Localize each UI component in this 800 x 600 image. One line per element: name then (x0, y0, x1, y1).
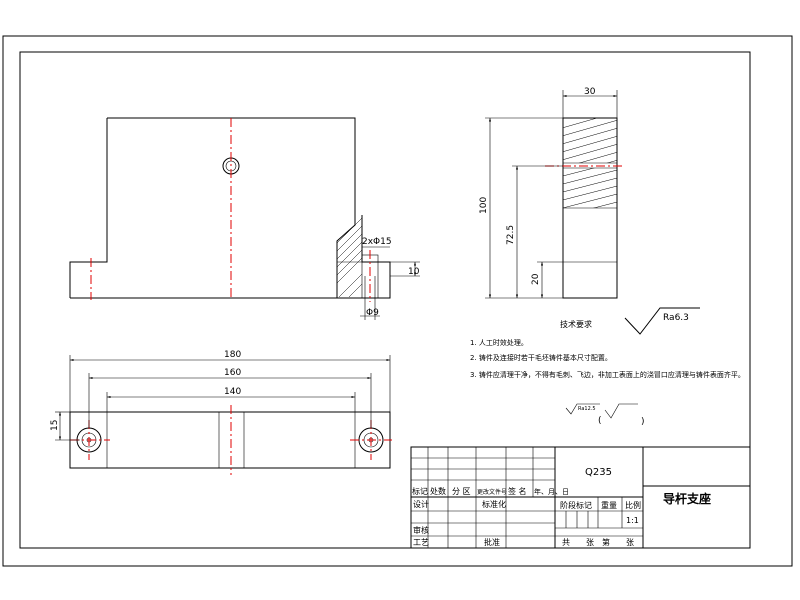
inner-border (19, 51, 751, 549)
front-view: 2xΦ15 10 Φ9 (69, 117, 420, 320)
scale-label: 比例 (625, 500, 641, 510)
front-view-outline (69, 117, 391, 299)
dim-180: 180 (224, 350, 241, 360)
dim-72-5: 72.5 (506, 225, 516, 245)
svg-text:处数: 处数 (430, 486, 446, 496)
dim-phi9: Φ9 (366, 308, 379, 318)
process-label: 工艺 (413, 538, 429, 547)
dim-30: 30 (584, 87, 596, 97)
standardize-label: 标准化 (482, 499, 506, 509)
svg-text:更改文件号: 更改文件号 (477, 488, 507, 496)
stage-mark-label: 阶段标记 (560, 500, 592, 510)
weight-label: 重量 (601, 500, 617, 510)
dim-10: 10 (408, 267, 420, 277)
side-hatch-mid (563, 168, 617, 208)
tech-req-item-1: 1. 人工时效处理。 (470, 338, 528, 347)
roughness-symbol-main: Ra6.3 (624, 307, 700, 335)
dim-2xphi15: 2xΦ15 (362, 237, 392, 247)
material-label: Q235 (585, 467, 612, 478)
svg-text:): ) (641, 417, 645, 427)
approve-label: 批准 (484, 537, 500, 547)
tech-requirements: 技术要求 1. 人工时效处理。 2. 铸件及连接时若干毛坯铸件基本尺寸配置。 3… (470, 319, 745, 379)
svg-text:(: ( (598, 416, 602, 426)
tech-req-item-2: 2. 铸件及连接时若干毛坯铸件基本尺寸配置。 (470, 353, 612, 362)
roughness-symbol-small: Ra12.5 ( ) (565, 403, 645, 427)
sheets-label: 共 张 第 张 (562, 537, 634, 547)
svg-text:签 名: 签 名 (508, 486, 527, 496)
top-view-outline (69, 411, 391, 469)
roughness-ra6-3: Ra6.3 (663, 313, 689, 323)
side-view: 30 100 72.5 20 (479, 87, 625, 299)
design-label: 设计 (413, 499, 429, 509)
svg-text:标记: 标记 (412, 486, 428, 496)
svg-text:年、月、日: 年、月、日 (534, 487, 569, 496)
dim-20: 20 (531, 273, 541, 285)
dim-140: 140 (224, 387, 241, 397)
review-label: 审核 (413, 525, 429, 535)
tech-req-title: 技术要求 (560, 319, 592, 329)
dim-15: 15 (50, 420, 60, 431)
outer-border (2, 35, 793, 567)
dim-100: 100 (479, 197, 489, 214)
top-view: 180 160 140 15 (50, 350, 392, 475)
title-block: Q235 导杆支座 标记 处数 分 区 更改文件号 签 名 年、月、日 设计 标… (410, 446, 751, 549)
side-hatch-top (563, 118, 617, 163)
part-name: 导杆支座 (663, 491, 711, 506)
dim-160: 160 (224, 368, 241, 378)
svg-text:Ra12.5: Ra12.5 (578, 406, 596, 412)
front-section-hatch (337, 215, 362, 297)
svg-text:分 区: 分 区 (452, 487, 471, 496)
scale-value: 1:1 (626, 516, 639, 525)
tech-req-item-3: 3. 铸件应清理干净，不得有毛刺、飞边，非加工表面上的浇冒口应清理与铸件表面齐平… (470, 370, 745, 379)
